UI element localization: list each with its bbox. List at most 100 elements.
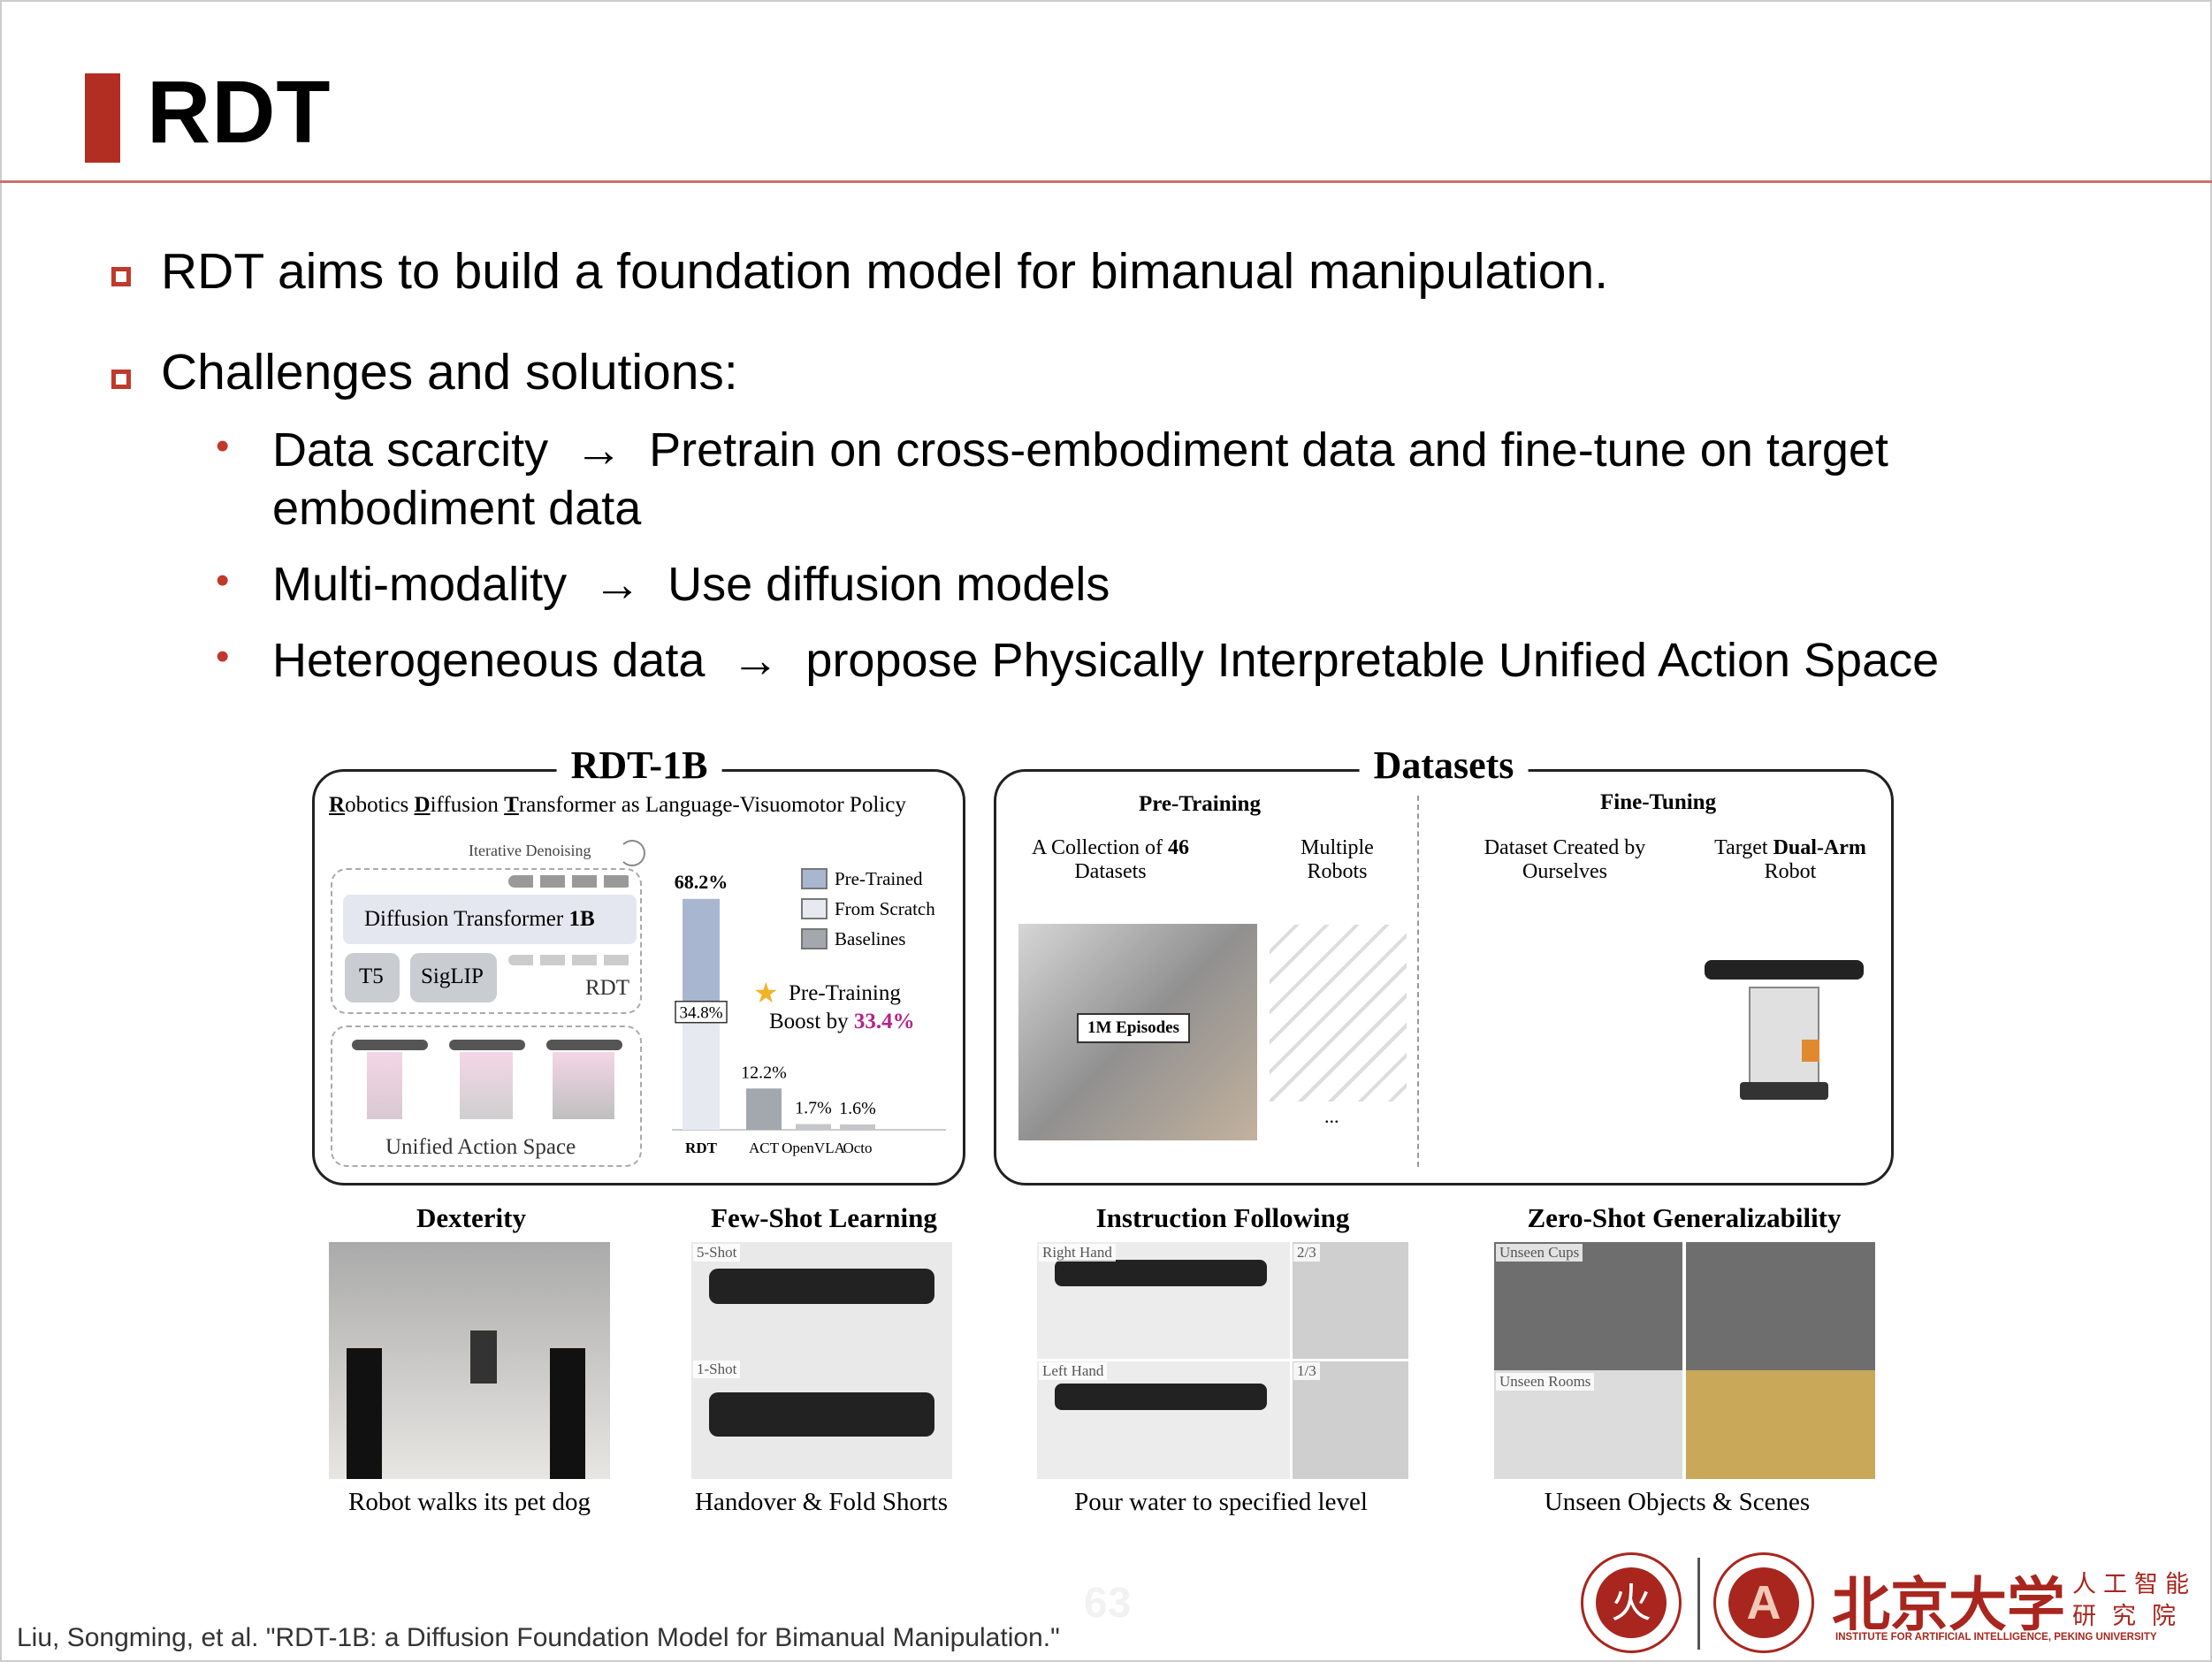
diffusion-transformer-label: Diffusion Transformer 1B — [364, 907, 595, 932]
text: iffusion — [430, 793, 505, 817]
showcase-heading: Zero-Shot Generalizability — [1527, 1202, 1842, 1233]
arrow-icon: → — [593, 558, 642, 611]
ellipsis: ... — [1324, 1105, 1339, 1127]
loop-arrow-icon — [619, 840, 645, 866]
sub-bullet: Multi-modality → Use diffusion models — [272, 557, 1110, 612]
logo-cn-institute-1: 人工智能 — [2072, 1571, 2196, 1597]
legend-label: Pre-Trained — [835, 868, 923, 889]
bullet-text: RDT aims to build a foundation model for… — [161, 243, 1609, 300]
legend-swatch-scratch — [801, 898, 828, 919]
showcase-heading: Dexterity — [416, 1202, 526, 1233]
action-vector — [449, 1040, 525, 1050]
rdt-label: RDT — [585, 976, 629, 1000]
text: Datasets — [1074, 860, 1147, 883]
solution-text: Pretrain on cross-embodiment data and fi… — [649, 423, 1888, 476]
showcase-caption: Pour water to specified level — [1074, 1488, 1368, 1516]
logo-cn-institute-2: 研究院 — [2072, 1603, 2192, 1629]
category-label: RDT — [685, 1140, 718, 1156]
multiple-robots-image — [1270, 925, 1407, 1102]
dual-arm-robot-image — [1705, 951, 1864, 1102]
diffusion-transformer-block — [343, 895, 637, 944]
text: Diffusion Transformer — [364, 907, 569, 931]
image-tag: Right Hand — [1039, 1244, 1116, 1262]
robot-thumbnail — [553, 1052, 614, 1119]
siglip-block — [410, 953, 497, 1003]
dot-bullet-icon: • — [216, 559, 230, 602]
bar-openvla — [796, 1124, 831, 1130]
datasets-panel-title: Datasets — [1359, 743, 1529, 788]
slide-title: RDT — [147, 63, 332, 162]
legend-label: Baselines — [835, 928, 906, 949]
problem-text: Multi-modality — [272, 558, 568, 611]
action-vector — [546, 1040, 622, 1050]
zero-shot-image: Unseen Cups Unseen Rooms — [1494, 1242, 1875, 1479]
showcase-heading: Instruction Following — [1095, 1202, 1350, 1233]
title-accent-bar — [85, 73, 120, 163]
unified-action-space-label: Unified Action Space — [385, 1135, 576, 1159]
pretraining-heading: Pre-Training — [1139, 792, 1261, 816]
t5-block — [345, 953, 400, 1003]
robot-thumbnail — [367, 1052, 402, 1119]
showcase-caption: Robot walks its pet dog — [348, 1488, 591, 1516]
peking-university-seal-logo: ⽕ — [1581, 1552, 1682, 1653]
bullet-text: Challenges and solutions: — [161, 344, 738, 400]
bar-octo — [840, 1124, 875, 1130]
rdt-panel-title: RDT-1B — [556, 743, 722, 788]
unified-action-space-box — [331, 1025, 642, 1167]
rdt-subtitle: Robotics Diffusion Transformer as Langua… — [329, 793, 906, 818]
output-tokens — [508, 875, 632, 888]
arrow-icon: → — [575, 423, 623, 476]
citation: Liu, Songming, et al. "RDT-1B: a Diffusi… — [17, 1623, 1060, 1652]
text: ransformer as Language-Visuomotor Policy — [518, 793, 906, 817]
square-bullet-icon — [111, 267, 131, 286]
category-label: OpenVLA — [782, 1140, 845, 1156]
text: 46 — [1167, 836, 1189, 859]
problem-text: Heterogeneous data — [272, 634, 706, 687]
text: Dual-Arm — [1773, 836, 1866, 859]
text: A Collection of — [1032, 836, 1168, 859]
iterative-denoising-label: Iterative Denoising — [469, 842, 591, 859]
initial-t: T — [504, 793, 519, 817]
scratch-label-box — [675, 1000, 728, 1024]
page-number: 63 — [1084, 1580, 1132, 1627]
data-label: 1.6% — [839, 1099, 876, 1118]
initial-r: R — [329, 793, 346, 817]
bar-act — [746, 1088, 782, 1130]
boost-line-1: Pre-Training — [789, 981, 901, 1005]
few-shot-image: 5-Shot 1-Shot — [691, 1242, 952, 1479]
initial-d: D — [414, 793, 431, 817]
boost-line-2: Boost by 33.4% — [769, 1010, 915, 1034]
siglip-label: SigLIP — [421, 964, 484, 988]
finetuning-heading: Fine-Tuning — [1600, 790, 1717, 814]
showcase-heading: Few-Shot Learning — [711, 1202, 937, 1233]
data-label: 12.2% — [741, 1063, 787, 1082]
image-tag: 1-Shot — [693, 1361, 741, 1378]
rdt-architecture-box — [331, 868, 642, 1014]
text: Robot — [1764, 860, 1817, 883]
panel-divider — [1417, 796, 1419, 1167]
dot-bullet-icon: • — [216, 635, 230, 678]
category-label: Octo — [843, 1140, 872, 1156]
image-tag: 1/3 — [1293, 1362, 1320, 1380]
sub-bullet: Heterogeneous data → propose Physically … — [272, 633, 1939, 688]
title-divider — [0, 180, 2212, 183]
text: Target — [1714, 836, 1773, 859]
bar-rdt-from-scratch — [683, 1011, 720, 1130]
image-tag: Left Hand — [1039, 1362, 1108, 1380]
legend-label: From Scratch — [835, 898, 935, 919]
instruction-following-image: Right Hand 2/3 Left Hand 1/3 — [1037, 1242, 1408, 1479]
input-tokens — [508, 955, 632, 965]
text: Robots — [1307, 860, 1368, 883]
text: obotics — [345, 793, 415, 817]
sub-bullet: Data scarcity → Pretrain on cross-embodi… — [272, 423, 1888, 477]
problem-text: Data scarcity — [272, 423, 549, 476]
star-icon: ★ — [753, 977, 779, 1009]
text: Ourselves — [1522, 860, 1607, 883]
bar-rdt-pretrained — [683, 898, 720, 1012]
text: Multiple — [1301, 836, 1374, 859]
square-bullet-icon — [111, 370, 131, 389]
